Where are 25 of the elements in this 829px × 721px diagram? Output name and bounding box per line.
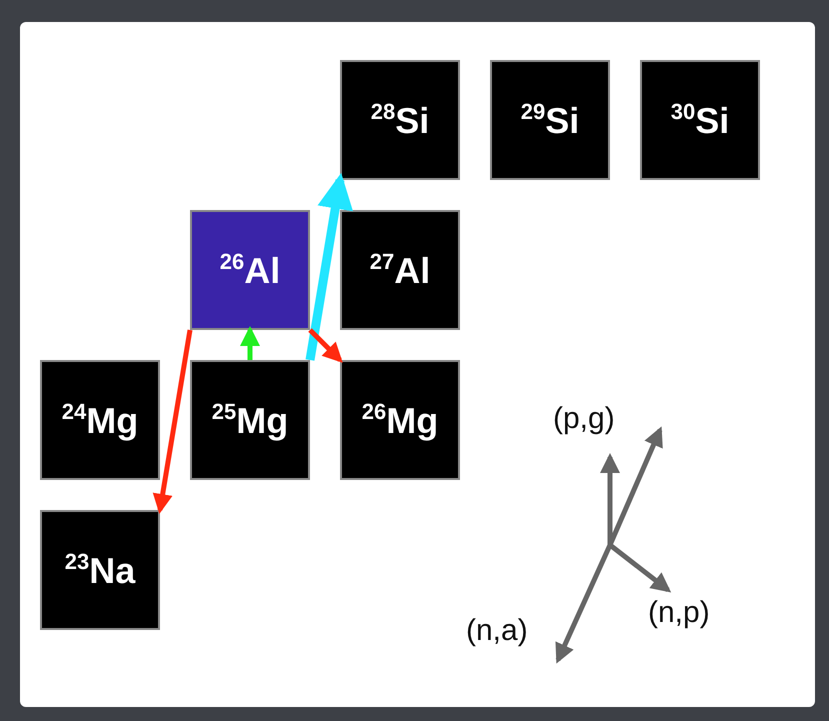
- nuclide-box: [640, 60, 760, 180]
- nuclide-box: [340, 60, 460, 180]
- nuclide-label: $^{26}$Al: [220, 248, 280, 292]
- reaction-arrow: [306, 172, 354, 361]
- nuclide-label: $^{30}$Si: [670, 98, 730, 142]
- nuclide-box: [490, 60, 610, 180]
- reaction-arrow: [152, 330, 192, 514]
- reaction-type-label: (p,g): [553, 402, 615, 436]
- nuclide-label: $^{26}$Mg: [362, 398, 438, 442]
- nuclide-box: [340, 210, 460, 330]
- nuclide-box: [190, 360, 310, 480]
- nuclide-label: $^{25}$Mg: [212, 398, 288, 442]
- nuclide-label: $^{24}$Mg: [62, 398, 138, 442]
- nuclide-label: $^{29}$Si: [520, 98, 580, 142]
- nuclide-label: $^{27}$Al: [370, 248, 430, 292]
- nuclide-label: $^{23}$Na: [64, 548, 136, 592]
- nuclide-box: [190, 210, 310, 330]
- nuclide-box: [40, 360, 160, 480]
- nuclide-box: [340, 360, 460, 480]
- nuclide-label: $^{28}$Si: [370, 98, 430, 142]
- reaction-type-label: (n,p): [648, 596, 710, 630]
- reaction-type-label: (n,a): [466, 614, 528, 648]
- reaction-arrow: [308, 328, 343, 363]
- reaction-arrow: [240, 326, 260, 360]
- nuclide-box: [40, 510, 160, 630]
